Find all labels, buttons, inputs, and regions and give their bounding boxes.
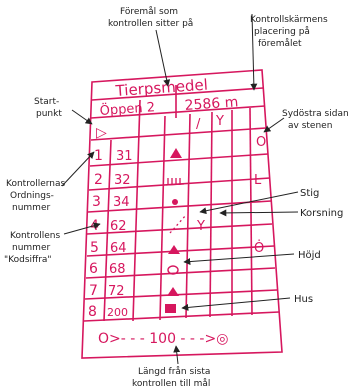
control-order-number: 2 <box>94 172 103 188</box>
grid-line <box>90 127 267 141</box>
control-code: 72 <box>108 284 125 299</box>
annotation-position-line2: placering på <box>254 26 310 37</box>
annotation-order-line3: nummer <box>12 203 50 213</box>
control-order-number: 6 <box>89 261 98 277</box>
annotation-code-line1: Kontrollens <box>10 231 60 241</box>
control-code: 200 <box>107 306 128 319</box>
annotation-start: Start-punkt <box>34 97 93 125</box>
annotation-position-line1: Kontrollskärmens <box>250 15 328 25</box>
row1-junction-mark: Y <box>215 114 224 129</box>
control-order-number: 1 <box>94 148 103 164</box>
annotation-order-line2: Ordnings- <box>10 191 54 201</box>
grid-line <box>159 115 166 321</box>
card-border <box>81 69 283 359</box>
annotation-path: Stig <box>199 188 319 215</box>
annotation-house: Hus <box>181 294 313 311</box>
annotation-start-line2: punkt <box>36 109 62 119</box>
control-detail-mark: Y <box>196 219 205 234</box>
feature-symbols <box>165 148 187 313</box>
control-order-number: 7 <box>89 283 98 299</box>
grid-line <box>132 99 141 322</box>
annotation-southeast-line1: Sydöstra sidan <box>282 109 349 119</box>
grid-line <box>86 223 273 235</box>
grid-line <box>87 200 272 213</box>
annotation-feature-line2: kontrollen sitter på <box>108 18 193 29</box>
control-code: 64 <box>110 241 127 256</box>
control-detail-mark: Ȯ <box>254 239 264 256</box>
annotation-distance-line2: kontrollen till mål <box>132 378 210 389</box>
square-symbol <box>165 304 176 313</box>
annotation-southeast: Sydöstra sidan av stenen <box>263 109 349 133</box>
dot-symbol <box>172 199 178 205</box>
annotation-order-line1: Kontrollernas <box>6 179 66 189</box>
annotation-house-text: Hus <box>294 294 313 305</box>
control-detail-mark: L <box>254 173 262 188</box>
annotation-height: Höjd <box>183 250 321 266</box>
annotation-start-line1: Start- <box>34 97 59 107</box>
annotation-code-line2: nummer <box>12 243 50 253</box>
circle-symbol <box>167 265 179 275</box>
course-length: 2586 m <box>184 94 239 114</box>
annotation-path-text: Stig <box>300 188 319 199</box>
annotation-feature-line1: Föremål som <box>120 6 178 17</box>
grid-line <box>90 105 266 119</box>
svg-text:Start-punkt: Start-punkt <box>34 97 62 119</box>
control-order-number: 5 <box>90 240 99 256</box>
annotation-code: Kontrollens nummer "Kodsiffra" <box>4 222 101 265</box>
grid-line <box>249 107 253 316</box>
annotation-junction-text: Korsning <box>300 208 343 219</box>
annotation-southeast-line2: av stenen <box>288 121 332 131</box>
grid-line <box>85 267 276 279</box>
control-code: 32 <box>114 173 131 188</box>
annotation-height-text: Höjd <box>298 250 321 261</box>
annotation-distance-line1: Längd från sista <box>138 366 210 377</box>
course-name: Öppen 2 <box>99 98 155 119</box>
control-code: 68 <box>109 262 126 277</box>
annotation-junction: Korsning <box>219 208 343 219</box>
triangle-symbol <box>167 287 179 296</box>
path-symbol <box>169 214 187 234</box>
grid-line <box>89 153 269 167</box>
grid-line <box>103 139 112 322</box>
row1-path-mark: / <box>196 117 201 132</box>
annotation-code-line3: "Kodsiffra" <box>4 255 52 265</box>
grid-line <box>83 311 280 322</box>
grid-line <box>86 245 275 257</box>
start-symbol: ▷ <box>96 125 107 141</box>
finish-line: O>- - - 100 - - ->◎ <box>98 331 228 347</box>
triangle-symbol <box>168 245 180 254</box>
control-code: 34 <box>113 195 130 210</box>
triangle-symbol <box>170 148 182 158</box>
grid-line <box>185 113 191 319</box>
control-code: 62 <box>110 219 127 234</box>
annotation-position-line3: föremålet <box>258 38 302 49</box>
grid-line <box>91 87 264 101</box>
hatch-symbol <box>165 178 185 186</box>
control-order-number: 8 <box>88 304 97 320</box>
row1-position-mark: O <box>256 135 266 150</box>
grid-line <box>84 289 278 300</box>
control-order-number: 3 <box>92 194 101 210</box>
control-code: 31 <box>116 149 133 164</box>
grid-line <box>209 111 213 318</box>
